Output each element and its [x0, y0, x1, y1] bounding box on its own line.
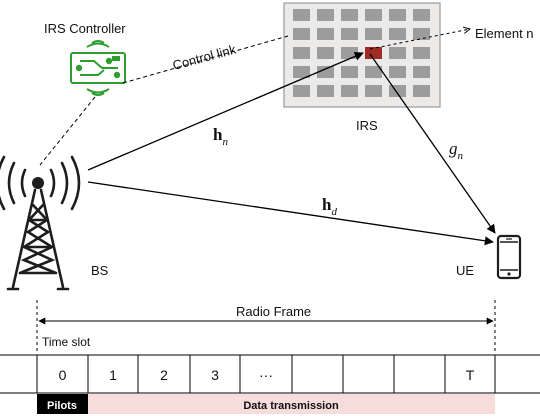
h-d-label: hd — [322, 195, 337, 218]
irs-element — [341, 47, 358, 59]
irs-element — [413, 47, 430, 59]
irs-element — [389, 28, 406, 40]
h-n-main: h — [213, 125, 223, 144]
irs-element — [293, 66, 310, 78]
controller-bs-link-line — [39, 96, 96, 166]
irs-element — [317, 47, 334, 59]
irs-element — [413, 28, 430, 40]
radio-frame-label: Radio Frame — [236, 304, 311, 319]
irs-element — [293, 47, 310, 59]
irs-element — [365, 85, 382, 97]
irs-element — [413, 85, 430, 97]
irs-element — [317, 9, 334, 21]
irs-element — [341, 66, 358, 78]
time-slot-4-label: ··· — [259, 367, 273, 383]
ue-label: UE — [456, 263, 474, 278]
time-slot-0-label: 0 — [59, 367, 67, 383]
pilots-bar — [37, 394, 88, 414]
h-n-channel-arrow — [87, 52, 364, 171]
irs-element — [365, 28, 382, 40]
irs-element — [293, 85, 310, 97]
radio-tower-icon — [0, 155, 81, 291]
irs-element — [341, 28, 358, 40]
bs-label: BS — [91, 263, 109, 278]
mobile-phone-icon — [496, 234, 522, 280]
g-n-sub: n — [458, 150, 464, 162]
h-d-sub: d — [331, 206, 337, 218]
irs-element — [293, 9, 310, 21]
time-slot-2-label: 2 — [160, 367, 168, 383]
irs-element-grid — [293, 9, 430, 97]
control-link-label: Control link — [171, 41, 238, 72]
irs-element — [341, 9, 358, 21]
irs-element — [413, 9, 430, 21]
h-d-channel-arrow — [87, 181, 494, 246]
irs-controller-label: IRS Controller — [44, 21, 126, 36]
irs-element-n — [365, 47, 382, 59]
irs-label: IRS — [356, 118, 378, 133]
time-slot-1-label: 1 — [109, 367, 117, 383]
irs-element — [365, 9, 382, 21]
irs-element — [389, 9, 406, 21]
circuit-board-icon — [70, 40, 126, 96]
control-link-line — [122, 35, 289, 84]
g-n-label: gn — [449, 139, 464, 162]
h-d-main: h — [322, 195, 332, 214]
time-slot-3-label: 3 — [211, 367, 219, 383]
data-transmission-bar — [88, 394, 495, 414]
irs-element — [341, 85, 358, 97]
element-n-label: Element n — [475, 26, 534, 41]
time-slot-8-label: T — [466, 367, 475, 383]
irs-element — [389, 66, 406, 78]
time-slot-label: Time slot — [42, 335, 91, 349]
irs-element — [389, 85, 406, 97]
pilots-label: Pilots — [47, 400, 77, 412]
data-transmission-label: Data transmission — [243, 400, 339, 412]
irs-element — [389, 47, 406, 59]
irs-element — [293, 28, 310, 40]
irs-element — [317, 85, 334, 97]
irs-element — [413, 66, 430, 78]
h-n-label: hn — [213, 125, 228, 148]
g-n-main: g — [449, 139, 458, 158]
irs-element — [365, 66, 382, 78]
time-slot-row: 0 1 2 3 ··· T — [0, 354, 540, 394]
irs-element — [317, 66, 334, 78]
element-n-pointer — [369, 29, 470, 50]
g-n-channel-arrow — [369, 53, 496, 234]
irs-panel — [283, 2, 441, 108]
irs-element — [317, 28, 334, 40]
h-n-sub: n — [222, 136, 228, 148]
